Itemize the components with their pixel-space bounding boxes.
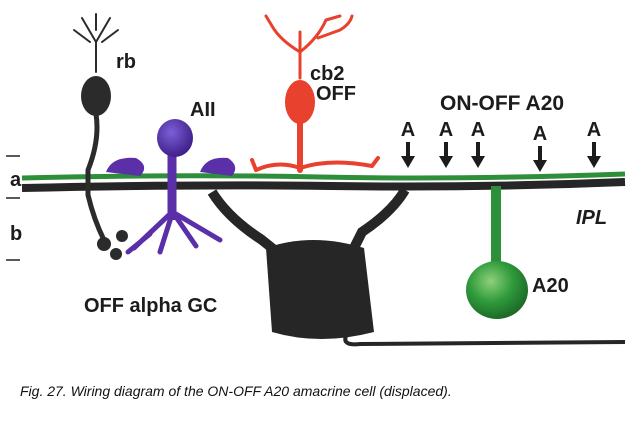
- aii-lobular-right: [200, 157, 236, 176]
- on-off-a20-label: ON-OFF A20: [440, 92, 564, 115]
- layer-b-label: b: [10, 223, 22, 245]
- ipl-label: IPL: [576, 207, 607, 229]
- synapse-arrow-head: [439, 156, 453, 168]
- aii-lobular-left: [106, 157, 145, 176]
- synapse-label: A: [471, 119, 485, 141]
- off-alpha-gc-label: OFF alpha GC: [84, 295, 217, 317]
- cone-bipolar-cell: [250, 14, 380, 173]
- rb-soma: [81, 76, 111, 116]
- synapse-label: A: [439, 119, 453, 141]
- gc-primary-dendrite-right: [345, 187, 410, 259]
- rb-terminals: [97, 230, 128, 260]
- aii-amacrine-cell: [106, 119, 236, 255]
- rb-axon: [85, 111, 107, 243]
- figure-caption: Fig. 27. Wiring diagram of the ON-OFF A2…: [20, 383, 452, 399]
- cb2-label: cb2: [310, 63, 344, 85]
- aii-label: AII: [190, 99, 216, 121]
- synapse-arrow-head: [533, 160, 547, 172]
- rb-dendrites: [73, 13, 119, 73]
- gc-dendrite-band: [21, 178, 626, 192]
- synapse-arrow-head: [471, 156, 485, 168]
- synapse-arrow-head: [587, 156, 601, 168]
- gc-primary-dendrite-left: [207, 189, 286, 260]
- gc-axon: [343, 335, 626, 347]
- cb2-terminals: [250, 156, 380, 172]
- a20-soma: [466, 261, 528, 319]
- a20-amacrine-cell: [21, 171, 626, 319]
- aii-arboreal: [125, 211, 223, 255]
- cb2-off-label: OFF: [316, 83, 356, 105]
- a20-label: A20: [532, 275, 569, 297]
- cb2-soma: [285, 80, 315, 124]
- synapse-label: A: [401, 119, 415, 141]
- gc-soma: [266, 240, 374, 339]
- a20-dendrite-band: [21, 171, 626, 181]
- synapse-arrow-head: [401, 156, 415, 168]
- cb2-dendrites: [264, 14, 354, 80]
- layer-ticks: [6, 155, 20, 261]
- aii-soma: [157, 119, 193, 157]
- synapse-label: A: [533, 123, 547, 145]
- rb-label: rb: [116, 51, 136, 73]
- layer-a-label: a: [10, 169, 22, 191]
- synapse-label: A: [587, 119, 601, 141]
- rod-bipolar-cell: [73, 13, 128, 260]
- ganglion-cell: [21, 178, 626, 347]
